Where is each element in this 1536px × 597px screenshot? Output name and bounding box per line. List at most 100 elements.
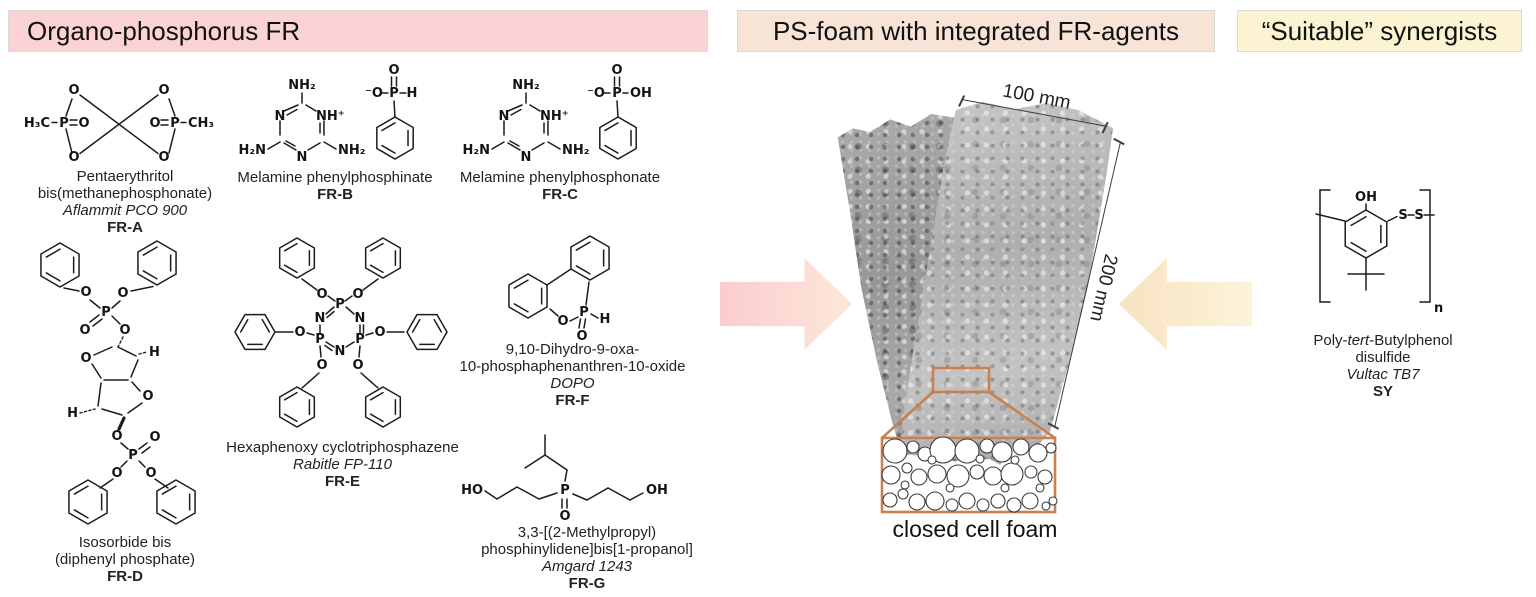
compound-code: FR-F [555,392,590,409]
dimension-tick [1113,137,1125,145]
structure-fr-g: HO P O OH [461,434,668,524]
atom-label: S [1414,208,1423,223]
atom-label: O [142,389,153,404]
caption-fr-c: Melamine phenylphosphonate FR-C [450,169,670,203]
atom-label: O [111,466,122,481]
atom-label: H [407,86,418,101]
atom-label: P [59,116,69,131]
atom-label: P [128,448,138,463]
atom-label: O [388,63,399,78]
banner-label: Organo-phosphorus FR [27,15,301,46]
structure-fr-e: P N N P P N O O O O O O [235,232,450,437]
compound-name: 3,3-[(2-Methylpropyl) [517,524,657,541]
atom-label: P [579,305,589,320]
compound-name: Isosorbide bis [78,534,172,551]
atom-label: N [355,311,366,326]
compound-code: FR-G [568,575,606,592]
caption-fr-f: 9,10-Dihydro-9-oxa- 10-phosphaphenanthre… [455,341,690,409]
atom-label: NH₂ [562,143,589,158]
atom-label: NH₂ [288,78,315,93]
trade-name: Rabitle FP-110 [293,456,392,473]
atom-label: O [149,116,160,131]
atom-label: O [158,83,169,98]
structure-fr-f: O P H O [490,228,650,344]
structure-sy: n OH S S [1315,189,1443,316]
structure-fr-c: NH₂ N NH⁺ H₂N N NH₂ ⁻O P OH O [463,63,652,169]
compound-name: Hexaphenoxy cyclotriphosphazene [226,439,459,456]
compound-name: Melamine phenylphosphonate [459,169,661,186]
compound-name: bis(methanephosphonate) [37,185,213,202]
compound-name: Melamine phenylphosphinate [237,169,433,186]
zoom-source-box [931,366,991,394]
atom-label: CH₃ [188,116,214,131]
atom-label: O [316,358,327,373]
compound-name: 9,10-Dihydro-9-oxa- [505,341,640,358]
atom-label: S [1398,208,1407,223]
atom-label: O [79,323,90,338]
atom-label: ⁻O [587,86,605,101]
closed-cell-callout-diagram [880,366,1058,514]
atom-label: P [612,86,622,101]
atom-label: HO [461,483,483,498]
compound-name: Pentaerythritol [76,168,174,185]
atom-label: O [68,150,79,165]
structure-fr-d: O O P O O O H O H O P O O O [28,240,223,532]
atom-label: O [316,287,327,302]
trade-name: DOPO [550,375,595,392]
atom-label: OH [630,86,652,101]
banner-suitable-synergists: “Suitable” synergists [1237,10,1522,52]
atom-label: O [374,325,385,340]
atom-label: O [149,430,160,445]
closed-cell-foam-label: closed cell foam [892,516,1058,542]
atom-label: N [315,311,326,326]
trade-name: Amgard 1243 [541,558,633,575]
caption-fr-d: Isosorbide bis (diphenyl phosphate) FR-D [20,534,230,585]
atom-label: O [557,314,568,329]
atom-label: O [80,351,91,366]
atom-label: H₃C [24,116,50,131]
caption-fr-e: Hexaphenoxy cyclotriphosphazene Rabitle … [220,439,465,490]
atom-label: O [119,323,130,338]
structure-fr-a: H₃C P O O O O O O P CH₃ [24,83,214,165]
atom-label: O [78,116,89,131]
compound-code: FR-E [325,473,360,490]
compound-code: FR-A [107,219,143,236]
trade-name: Aflammit PCO 900 [62,202,188,219]
compound-code: FR-B [317,186,353,203]
atom-label: P [170,116,180,131]
compound-name: disulfide [1355,349,1411,366]
structure-fr-b: NH₂ N NH⁺ H₂N N NH₂ ⁻O P H O [239,63,443,169]
atom-label: O [576,329,587,344]
arrow-fr-to-foam [720,258,852,350]
banner-organo-phosphorus-fr: Organo-phosphorus FR [8,10,708,52]
arrow-synergist-to-foam [1119,258,1252,350]
banner-label: “Suitable” synergists [1261,15,1498,46]
atom-label: N [297,150,308,165]
compound-name: (diphenyl phosphate) [54,551,196,568]
atom-label: N [521,150,532,165]
atom-label: N [499,109,510,124]
trade-name: Vultac TB7 [1346,366,1420,383]
caption-fr-b: Melamine phenylphosphinate FR-B [225,169,445,203]
caption-sy: Poly-tert-Butylphenol disulfide Vultac T… [1293,332,1473,400]
atom-label: n [1434,301,1443,316]
atom-label: P [389,86,399,101]
atom-label: P [315,332,325,347]
atom-label: P [560,483,570,498]
atom-label: H [149,345,160,360]
atom-label: O [117,286,128,301]
atom-label: O [145,466,156,481]
atom-label: NH⁺ [540,109,569,124]
atom-label: H [67,406,78,421]
atom-label: O [352,287,363,302]
atom-label: P [101,305,111,320]
atom-label: O [352,358,363,373]
atom-label: H [600,312,611,327]
atom-label: O [294,325,305,340]
compound-name: Poly-tert-Butylphenol [1313,332,1453,349]
atom-label: O [611,63,622,78]
caption-fr-g: 3,3-[(2-Methylpropyl) phosphinylidene]bi… [462,524,712,592]
atom-label: N [275,109,286,124]
dimension-tick [958,95,965,107]
